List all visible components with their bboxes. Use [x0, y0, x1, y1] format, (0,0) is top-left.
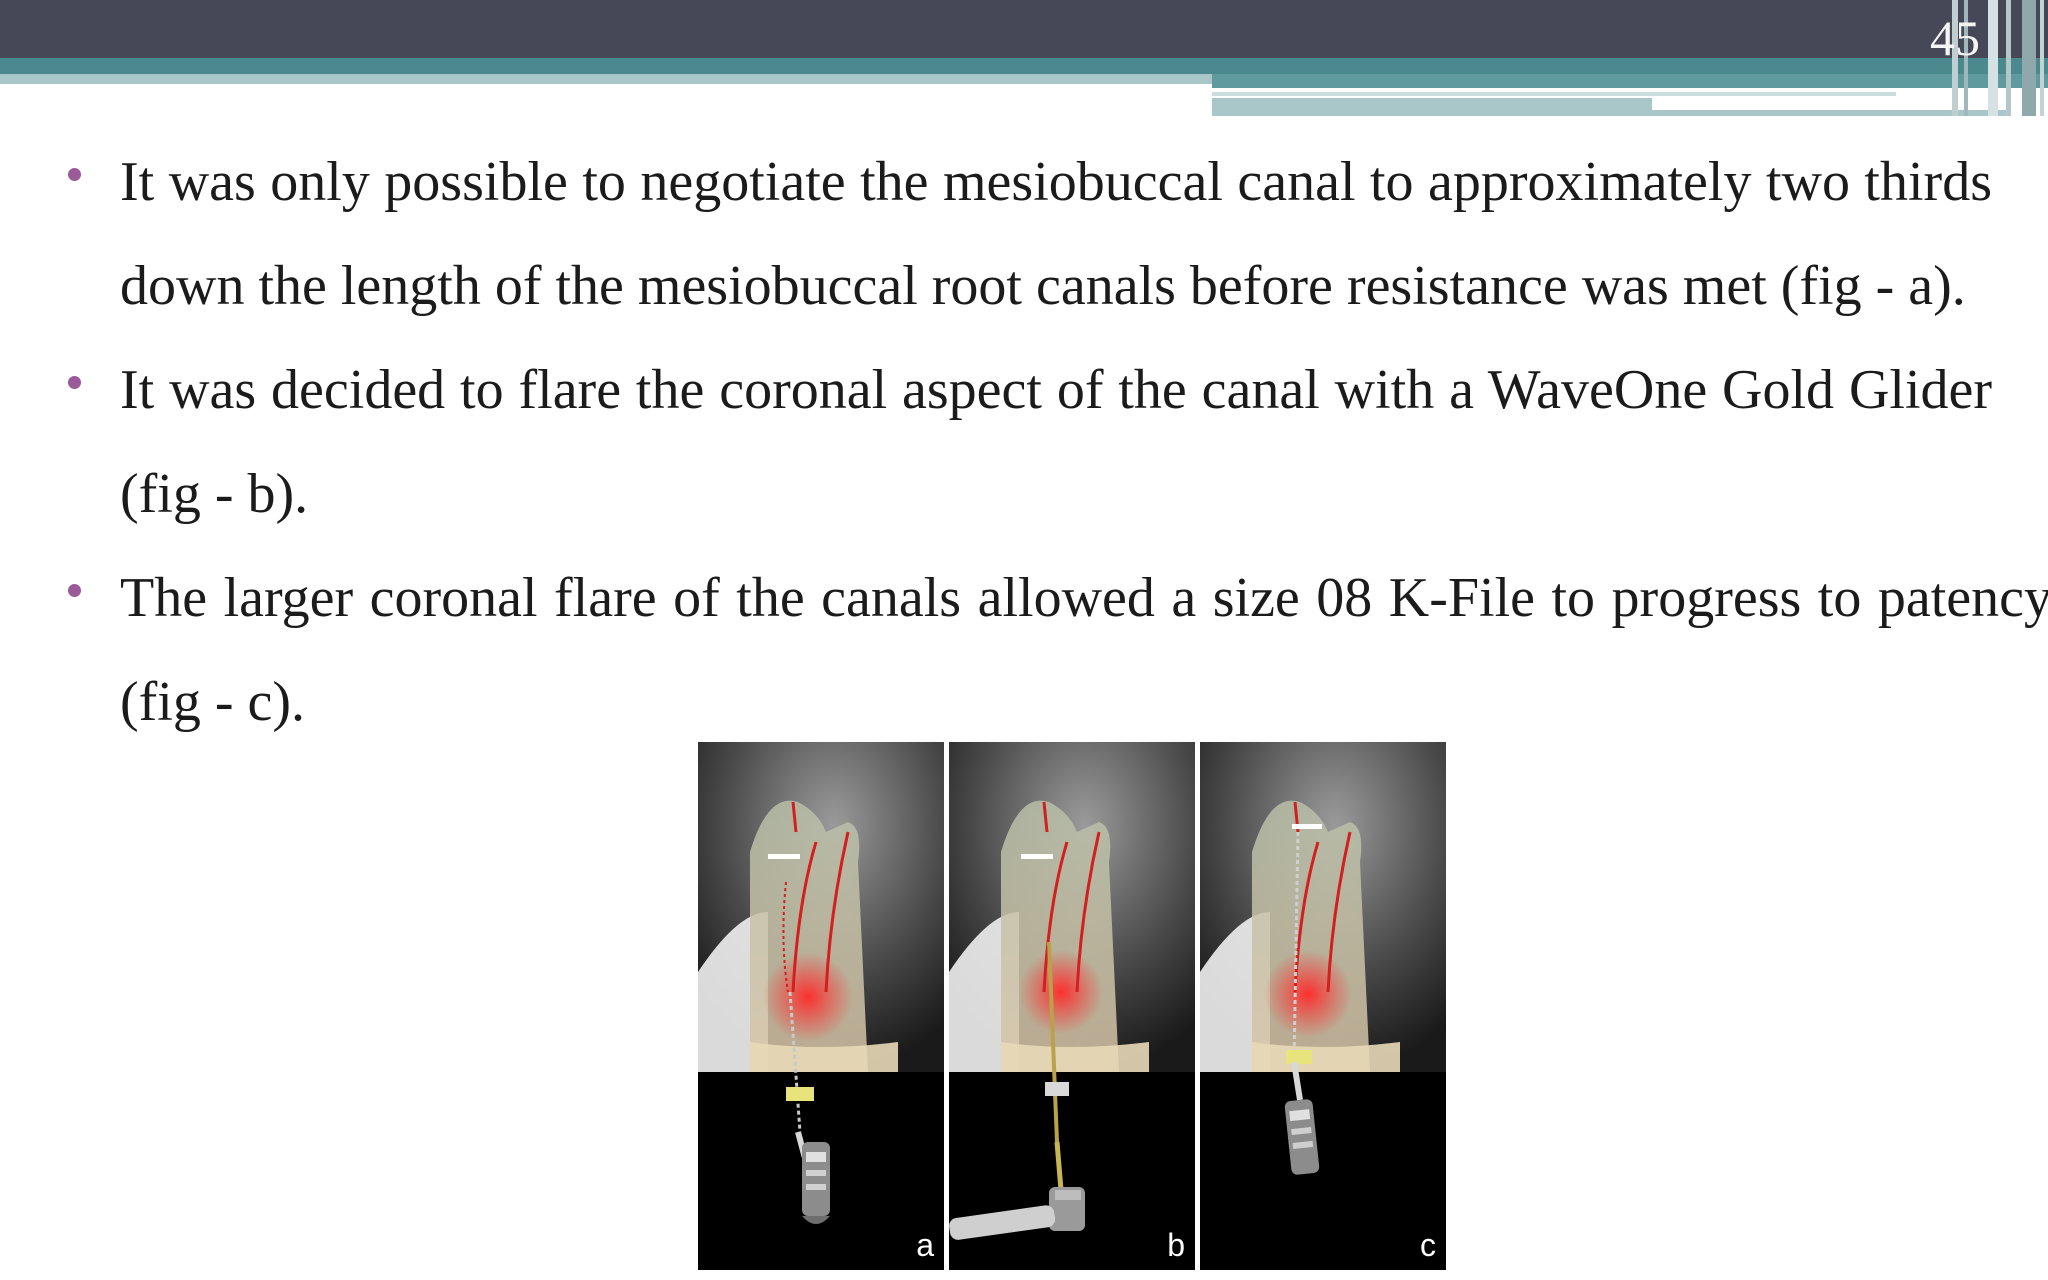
tooth-illustration: [949, 742, 1195, 1270]
bullet-dot-icon: [68, 584, 81, 597]
tooth-figure: a: [698, 742, 1446, 1270]
figure-panel-a: a: [698, 742, 944, 1270]
header-accent-bar: [1964, 0, 1968, 116]
bullet-item: It was decided to flare the coronal aspe…: [60, 338, 1992, 546]
bullet-list: It was only possible to negotiate the me…: [60, 130, 2048, 754]
header-low-strip-2: [1652, 110, 2008, 116]
bullet-dot-icon: [68, 376, 81, 389]
bullet-text: The larger coronal flare of the canals a…: [120, 567, 2048, 733]
tooth-illustration: [1200, 742, 1446, 1270]
slide-number: 45: [1930, 10, 1980, 66]
header-band-dark: [0, 0, 2048, 58]
header-accent-bar: [2022, 0, 2036, 116]
panel-label: b: [1167, 1227, 1185, 1263]
figure-panel-b: b: [949, 742, 1195, 1270]
header-thin-line: [1212, 92, 1896, 96]
header-accent-bar: [2040, 0, 2044, 116]
bullet-item: It was only possible to negotiate the me…: [60, 130, 1992, 338]
bullet-text: It was only possible to negotiate the me…: [120, 151, 1992, 317]
panel-label: a: [916, 1227, 934, 1263]
header-band-teal: [0, 58, 2048, 74]
header-accent-bar: [2006, 0, 2011, 116]
tooth-illustration: [698, 742, 944, 1270]
header-accent-bar: [1988, 0, 1998, 116]
header-band-light-left: [0, 74, 1212, 84]
bullet-text: It was decided to flare the coronal aspe…: [120, 359, 1992, 525]
header-accent-bar: [1952, 0, 1958, 116]
header-low-strip: [1212, 98, 1652, 116]
bullet-dot-icon: [68, 168, 81, 181]
header-band-light-right: [1212, 74, 2048, 88]
bullet-item: The larger coronal flare of the canals a…: [60, 546, 2048, 754]
panel-label: c: [1420, 1227, 1436, 1263]
figure-panel-c: c: [1200, 742, 1446, 1270]
